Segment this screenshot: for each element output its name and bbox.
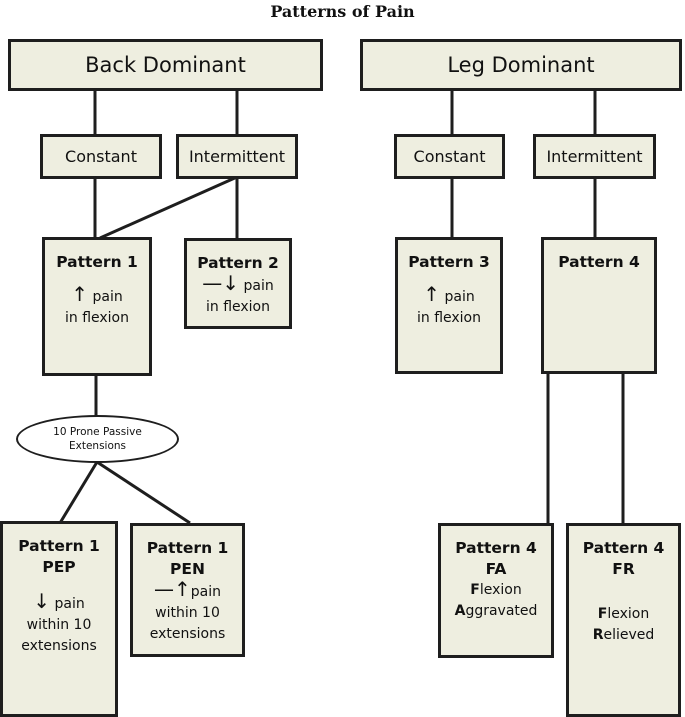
- pattern-4-fr-box: Pattern 4 FR Flexion Relieved: [566, 523, 681, 717]
- pattern-1-box: Pattern 1 ↑ pain in flexion: [42, 237, 152, 376]
- pattern-3-desc-line-2: in flexion: [416, 310, 481, 326]
- leg-constant-box: Constant: [394, 134, 505, 179]
- back-dominant-label: Back Dominant: [85, 53, 246, 77]
- pattern-1-pen-desc-line-2: within 10: [155, 605, 220, 621]
- pattern-4-box: Pattern 4: [541, 237, 657, 374]
- dash-down-arrow-icon: —↓: [202, 271, 240, 295]
- diagram-title: Patterns of Pain: [270, 2, 415, 21]
- pattern-4-fr-word-2: elieved: [603, 627, 655, 643]
- pattern-1-pen-desc-line-3: extensions: [149, 626, 226, 642]
- pattern-2-title: Pattern 2: [197, 254, 279, 272]
- pattern-1-desc-line-1: ↑ pain: [45, 282, 149, 308]
- pattern-3-desc-text: pain: [444, 289, 475, 305]
- pattern-1-pen-title: Pattern 1: [146, 539, 229, 557]
- pattern-4-fr-code: FR: [612, 560, 635, 578]
- pattern-1-pep-desc-line-1: ↓ pain: [3, 589, 115, 615]
- prone-extension-test-line-1: 10 Prone Passive: [53, 426, 142, 438]
- pattern-4-fa-desc-line-2: Aggravated: [441, 601, 551, 622]
- leg-dominant-label: Leg Dominant: [447, 53, 595, 77]
- pattern-4-fa-initial-2: A: [454, 603, 466, 619]
- pattern-4-fr-word-1: lexion: [607, 606, 650, 622]
- pattern-4-fr-initial-1: F: [597, 606, 608, 622]
- pattern-3-box: Pattern 3 ↑ pain in flexion: [395, 237, 503, 374]
- pattern-2-desc-line-2: in flexion: [205, 299, 270, 315]
- dash-up-arrow-icon: —↑: [154, 577, 191, 601]
- leg-dominant-box: Leg Dominant: [360, 39, 682, 91]
- back-intermittent-box: Intermittent: [176, 134, 298, 179]
- prone-extension-test-line-2: Extensions: [68, 440, 127, 452]
- leg-constant-label: Constant: [413, 147, 486, 166]
- pattern-1-pen-box: Pattern 1 PEN —↑pain within 10 extension…: [130, 523, 245, 657]
- pattern-1-pep-code: PEP: [42, 558, 76, 576]
- pattern-4-fr-desc-line-1: Flexion: [569, 604, 678, 625]
- pattern-4-fr-desc-line-2: Relieved: [569, 625, 678, 646]
- prone-extension-test: 10 Prone Passive Extensions: [16, 415, 179, 463]
- down-arrow-icon: ↓: [33, 589, 51, 613]
- pattern-3-title: Pattern 3: [408, 253, 490, 271]
- leg-intermittent-box: Intermittent: [533, 134, 656, 179]
- back-dominant-box: Back Dominant: [8, 39, 323, 91]
- pattern-4-fa-initial-1: F: [470, 582, 480, 598]
- pattern-1-desc-line-2: in flexion: [64, 310, 129, 326]
- pattern-1-pen-desc-line-1: —↑pain: [133, 577, 242, 603]
- pattern-3-desc-line-1: ↑ pain: [398, 282, 500, 308]
- pattern-4-fa-word-2: ggravated: [465, 603, 538, 619]
- back-intermittent-label: Intermittent: [188, 147, 286, 166]
- pattern-1-title: Pattern 1: [56, 253, 138, 271]
- pattern-4-title: Pattern 4: [558, 253, 640, 271]
- pattern-1-pep-desc-line-2: within 10: [26, 617, 92, 633]
- pattern-1-pen-desc-text: pain: [190, 584, 221, 600]
- back-constant-label: Constant: [65, 147, 137, 166]
- pattern-4-fa-code: FA: [485, 560, 507, 578]
- connector-intermittent-p1: [99, 175, 238, 240]
- pattern-1-pep-desc-text: pain: [54, 596, 85, 612]
- pattern-1-pep-box: Pattern 1 PEP ↓ pain within 10 extension…: [0, 521, 118, 717]
- pattern-2-box: Pattern 2 —↓ pain in flexion: [184, 238, 292, 329]
- pattern-4-fa-word-1: lexion: [479, 582, 522, 598]
- pattern-1-pep-desc-line-3: extensions: [21, 638, 97, 654]
- up-arrow-icon: ↑: [423, 282, 441, 306]
- pattern-2-desc-line-1: —↓ pain: [187, 271, 289, 297]
- up-arrow-icon: ↑: [71, 282, 89, 306]
- leg-intermittent-label: Intermittent: [546, 147, 643, 166]
- connector-test-pen: [96, 460, 191, 525]
- pattern-1-desc-text: pain: [92, 289, 123, 305]
- pattern-4-fa-box: Pattern 4 FA Flexion Aggravated: [438, 523, 554, 658]
- pattern-4-fa-title: Pattern 4: [455, 539, 537, 557]
- pattern-1-pep-title: Pattern 1: [18, 537, 100, 555]
- back-constant-box: Constant: [40, 134, 162, 179]
- pattern-4-fr-initial-2: R: [592, 627, 604, 643]
- pattern-4-fa-desc-line-1: Flexion: [441, 580, 551, 601]
- pattern-4-fr-title: Pattern 4: [582, 539, 665, 557]
- connector-test-pep: [58, 461, 99, 524]
- pattern-1-pen-code: PEN: [170, 560, 205, 578]
- pattern-2-desc-text: pain: [243, 278, 274, 294]
